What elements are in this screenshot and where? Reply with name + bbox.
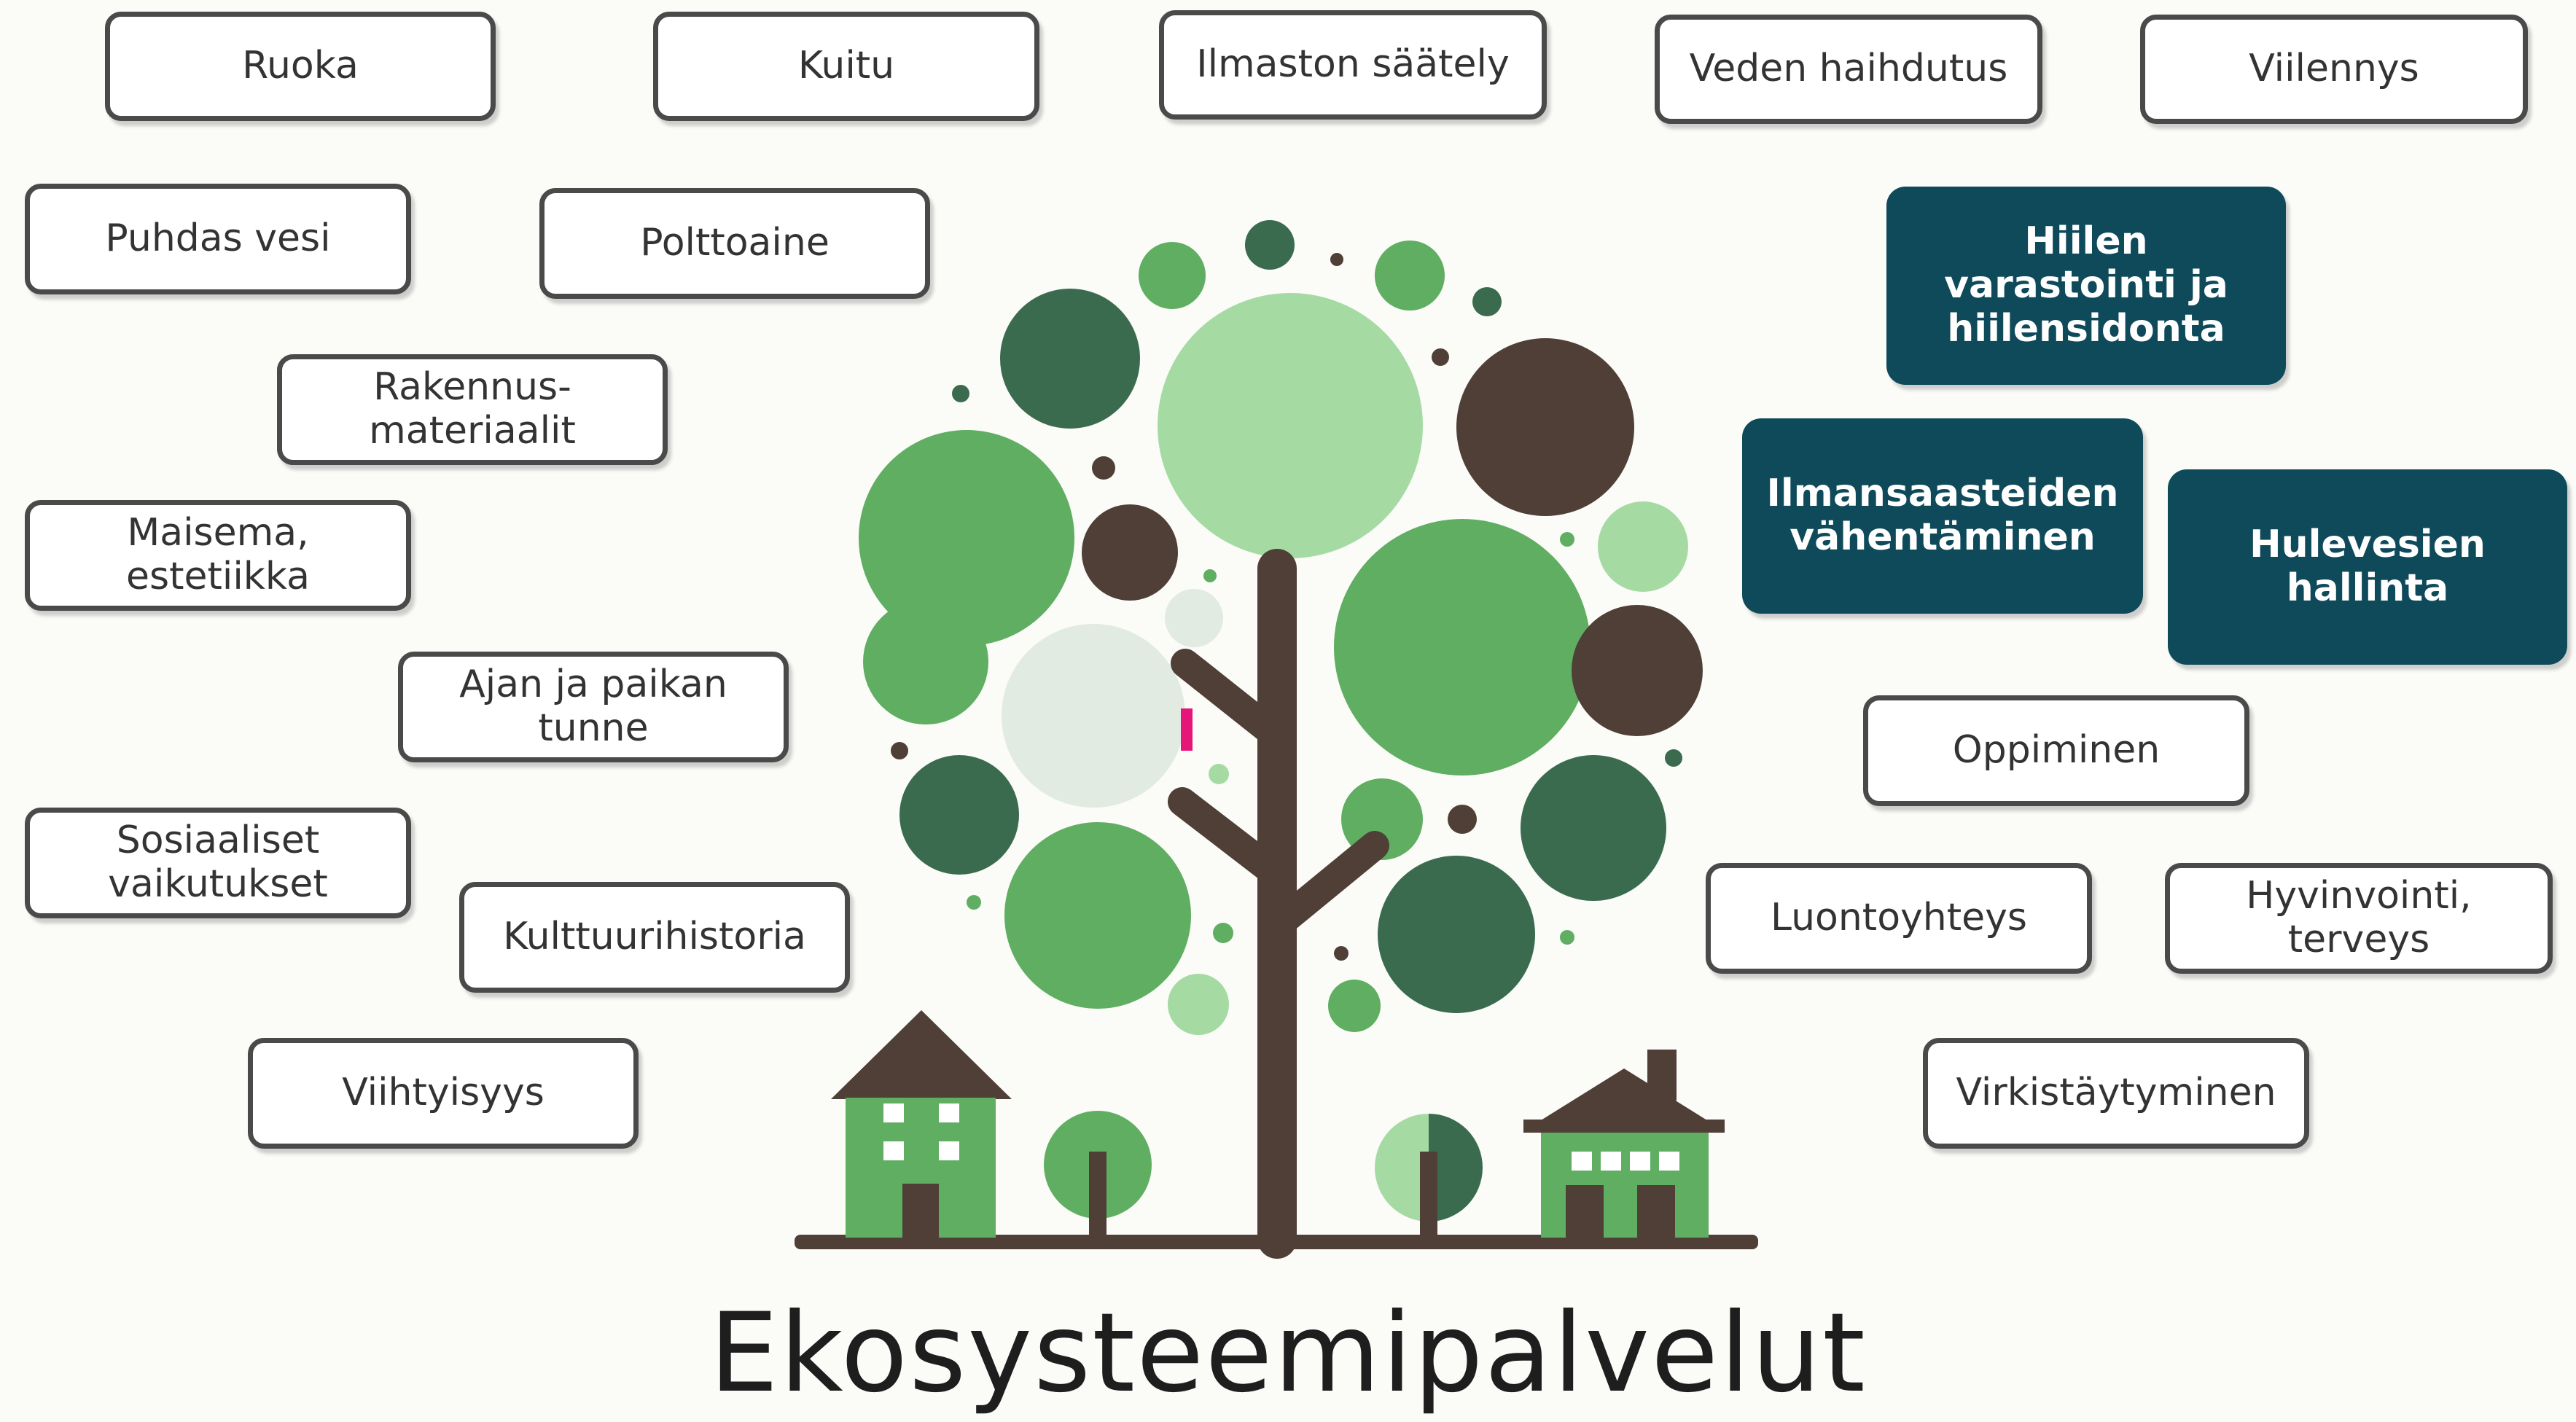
service-puhdas-vesi: Puhdas vesi (25, 184, 411, 294)
service-rakennusmateriaalit: Rakennus- materiaalit (277, 354, 668, 465)
service-virkistaytyminen: Virkistäytyminen (1923, 1038, 2309, 1149)
small-tree-left (1044, 1111, 1152, 1238)
left-house (831, 1010, 1012, 1238)
service-viilennys: Viilennys (2140, 15, 2528, 124)
service-ajan-ja-paikan-tunne: Ajan ja paikan tunne (398, 652, 789, 762)
service-polttoaine: Polttoaine (539, 188, 930, 299)
ground (795, 1235, 1758, 1249)
marker (1181, 708, 1193, 751)
tree-trunk (1168, 549, 1389, 1259)
service-kuitu: Kuitu (653, 12, 1039, 121)
service-sosiaaliset-vaikutukset: Sosiaaliset vaikutukset (25, 808, 411, 918)
foliage-circles (859, 220, 1703, 1035)
service-hulevesien-hallinta: Hulevesien hallinta (2168, 469, 2567, 665)
small-tree-right (1375, 1114, 1483, 1238)
service-hyvinvointi: Hyvinvointi, terveys (2165, 863, 2553, 974)
diagram-title: Ekosysteemipalvelut (709, 1290, 1867, 1417)
service-maisema: Maisema, estetiikka (25, 500, 411, 611)
service-oppiminen: Oppiminen (1863, 695, 2249, 806)
service-kulttuurihistoria: Kulttuurihistoria (459, 882, 850, 993)
service-ilmaston-saately: Ilmaston säätely (1159, 10, 1547, 120)
service-ruoka: Ruoka (105, 12, 496, 121)
service-hiilen-varastointi: Hiilen varastointi ja hiilensidonta (1886, 187, 2286, 385)
service-veden-haihdutus: Veden haihdutus (1655, 15, 2042, 124)
service-luontoyhteys: Luontoyhteys (1706, 863, 2092, 974)
service-ilmansaasteiden-vahentaminen: Ilmansaasteiden vähentäminen (1742, 418, 2143, 614)
right-house (1523, 1050, 1725, 1238)
service-viihtyisyys: Viihtyisyys (248, 1038, 639, 1149)
